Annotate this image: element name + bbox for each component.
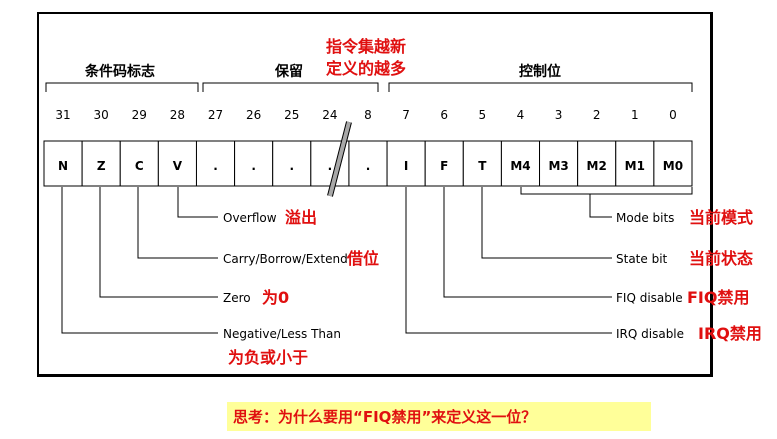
cell-label: .	[366, 159, 371, 173]
bit-number: 8	[364, 108, 372, 122]
cell-label: C	[135, 159, 144, 173]
bit-number: 1	[631, 108, 639, 122]
label-fiq-zh: FIQ禁用	[687, 288, 750, 307]
register-cell	[272, 140, 312, 187]
bracket-reserved	[202, 82, 379, 92]
cell-label: .	[213, 159, 218, 173]
label-overflow-zh: 溢出	[285, 208, 317, 227]
register-cell	[234, 140, 274, 187]
label-zero-zh: 为0	[262, 288, 289, 307]
register-cell	[386, 140, 426, 187]
register-cell	[157, 140, 197, 187]
group-brackets	[45, 82, 693, 92]
right-leaders	[405, 187, 693, 334]
bit-numbers: 31 30 29 28 27 26 25 24 8 7 6 5 4 3 2 1 0	[55, 108, 676, 122]
bit-number: 28	[170, 108, 185, 122]
bit-number: 5	[479, 108, 487, 122]
bit-number: 27	[208, 108, 223, 122]
cell-label: N	[58, 159, 68, 173]
label-irq-zh: IRQ禁用	[698, 324, 762, 343]
leader-state-bit	[481, 187, 612, 259]
label-carry-zh: 借位	[346, 249, 379, 268]
bit-number: 0	[669, 108, 677, 122]
cell-label: M2	[587, 159, 607, 173]
group-title-control: 控制位	[519, 63, 561, 80]
cell-label: I	[404, 159, 408, 173]
footer-note: 思考：为什么要用“FIQ禁用”来定义这一位？	[227, 402, 651, 431]
cell-label: .	[289, 159, 294, 173]
group-title-flags: 条件码标志	[84, 63, 155, 80]
label-irq-zh-rest: 禁用	[730, 324, 762, 343]
cell-label: M1	[625, 159, 645, 173]
register-cell	[500, 140, 541, 187]
cell-label: T	[478, 159, 487, 173]
register-cell	[653, 140, 693, 187]
cell-label: F	[440, 159, 448, 173]
label-fiq: FIQ disable	[616, 291, 683, 305]
leader-zero	[99, 187, 218, 298]
register-cells: N Z C V..... I F T M4 M3 M2 M1 M0	[43, 140, 693, 187]
label-fiq-zh-rest: 禁用	[717, 288, 749, 307]
bit-number: 3	[555, 108, 563, 122]
label-mode-bits: Mode bits	[616, 211, 674, 225]
register-cell	[615, 140, 655, 187]
register-cell	[348, 140, 388, 187]
bit-number: 6	[440, 108, 448, 122]
label-carry: Carry/Borrow/Extend	[223, 252, 348, 266]
cell-label: .	[328, 159, 333, 173]
label-overflow: Overflow	[223, 211, 277, 225]
label-fiq-zh-red: FIQ	[687, 288, 717, 307]
cell-label: Z	[97, 159, 106, 173]
bit-number: 25	[284, 108, 299, 122]
label-negative-zh: 为负或小于	[228, 348, 308, 367]
diagram-frame	[37, 12, 713, 377]
annotation-line-2: 定义的越多	[325, 59, 406, 78]
register-cell	[424, 140, 464, 187]
cell-label: M3	[548, 159, 568, 173]
register-cell	[539, 140, 579, 187]
label-irq: IRQ disable	[616, 327, 684, 341]
annotation-line-1: 指令集越新	[326, 37, 406, 56]
bit-number: 30	[94, 108, 109, 122]
bit-number: 7	[402, 108, 410, 122]
cell-label: M0	[663, 159, 683, 173]
register-cell	[195, 140, 236, 187]
bit-number: 31	[55, 108, 70, 122]
label-mode-bits-zh: 当前模式	[689, 208, 753, 227]
cell-label: M4	[510, 159, 530, 173]
label-zero: Zero	[223, 291, 251, 305]
bit-number: 2	[593, 108, 601, 122]
bit-number: 29	[132, 108, 147, 122]
left-leaders	[61, 187, 218, 334]
leader-irq	[405, 187, 612, 334]
bracket-control	[388, 82, 693, 92]
register-cell	[43, 140, 83, 187]
break-mark	[328, 121, 351, 197]
group-title-reserved: 保留	[274, 63, 303, 80]
bit-number: 24	[322, 108, 337, 122]
register-cell	[577, 140, 617, 187]
leader-mode-bits	[589, 194, 612, 218]
label-state-bit: State bit	[616, 252, 668, 266]
leader-fiq	[443, 187, 612, 298]
register-cell	[81, 140, 121, 187]
cell-label: .	[251, 159, 256, 173]
label-irq-zh-red: IRQ	[698, 324, 730, 343]
bracket-flags	[45, 82, 199, 92]
bracket-mode-bits	[520, 187, 693, 195]
bit-number: 26	[246, 108, 261, 122]
label-state-bit-zh: 当前状态	[689, 249, 753, 268]
leader-negative	[61, 187, 218, 334]
leader-carry	[137, 187, 218, 259]
label-negative: Negative/Less Than	[223, 327, 341, 341]
bit-number: 4	[517, 108, 525, 122]
cell-label: V	[173, 159, 183, 173]
leader-overflow	[177, 187, 218, 218]
register-cell	[462, 140, 502, 187]
